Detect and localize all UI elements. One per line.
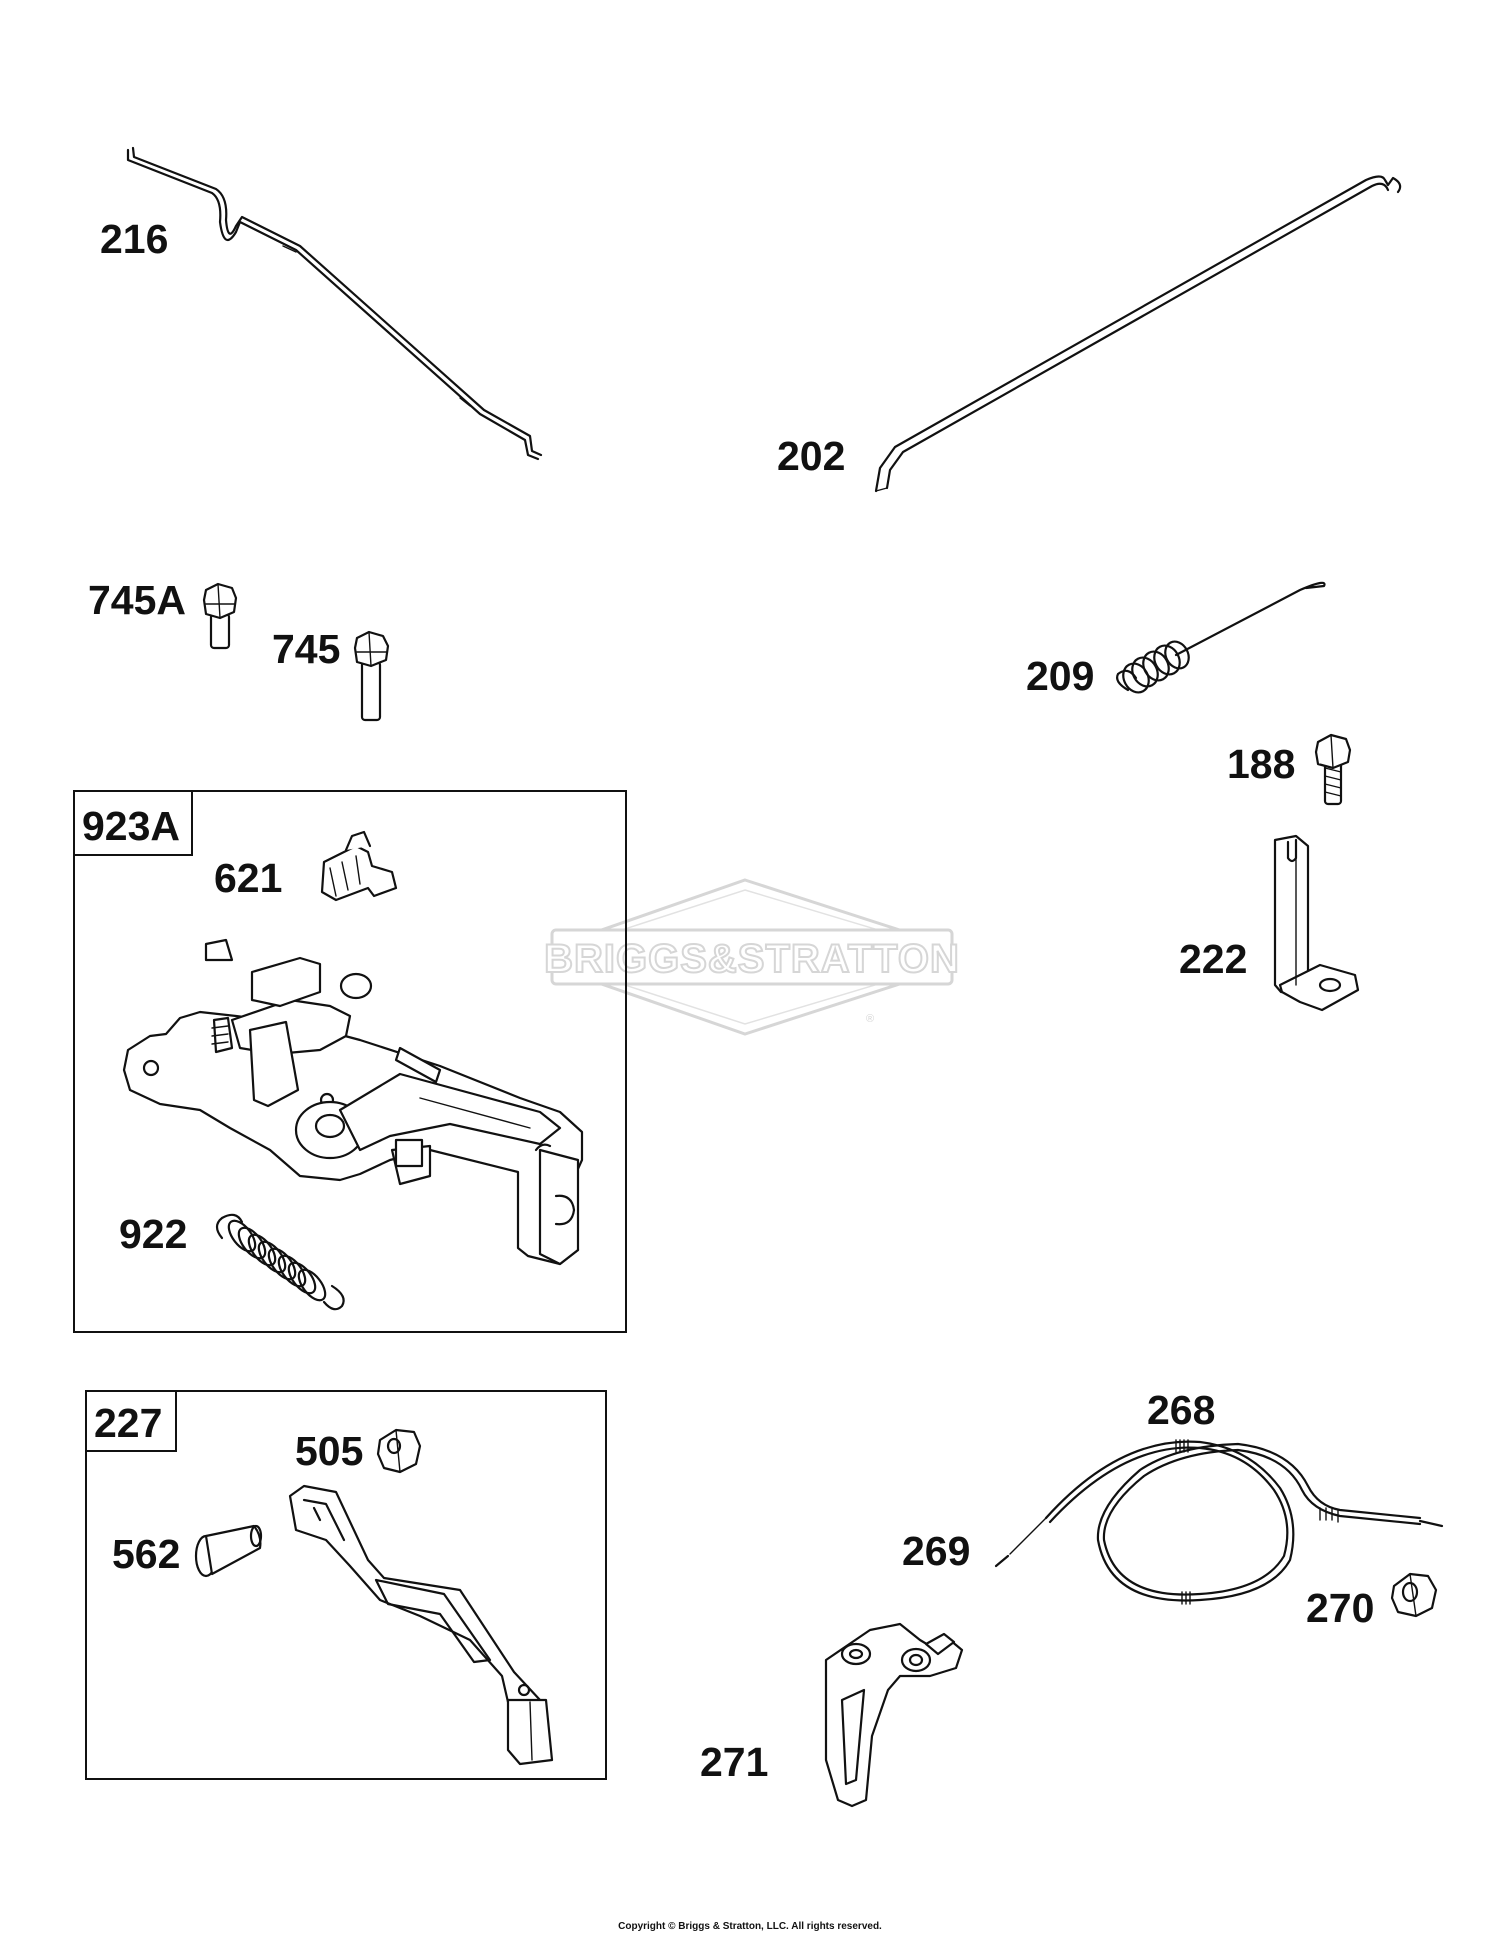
callout-202: 202 [777, 433, 845, 479]
part-222-bracket [1273, 834, 1360, 1012]
callout-621: 621 [214, 855, 282, 901]
callout-269: 269 [902, 1528, 970, 1574]
box-923A-label-frame [73, 790, 193, 856]
part-562-pin [194, 1524, 263, 1578]
part-922-spring [215, 1213, 345, 1311]
part-227-throttle-lever [288, 1484, 554, 1766]
part-270-nut [1390, 1572, 1438, 1618]
part-209-governor-spring [1116, 581, 1326, 694]
callout-268: 268 [1147, 1387, 1215, 1433]
copyright-footer: Copyright © Briggs & Stratton, LLC. All … [618, 1921, 882, 1932]
box-227-frame [85, 1390, 607, 1780]
callout-505: 505 [295, 1428, 363, 1474]
callout-745A: 745A [88, 577, 186, 623]
callout-216: 216 [100, 216, 168, 262]
part-745-bolt [353, 630, 390, 722]
part-745A-bolt [202, 582, 238, 650]
callout-922: 922 [119, 1211, 187, 1257]
part-268-cable [994, 1439, 1444, 1605]
callout-209: 209 [1026, 653, 1094, 699]
callout-745: 745 [272, 626, 340, 672]
part-271-cable-clamp [824, 1622, 964, 1808]
callout-222: 222 [1179, 936, 1247, 982]
watermark-text: BRIGGS&STRATTON [544, 937, 960, 981]
part-202-throttle-link [874, 175, 1402, 493]
box-923A-frame [73, 790, 627, 1333]
briggs-stratton-watermark: BRIGGS&STRATTON ® [543, 878, 960, 1036]
callout-271: 271 [700, 1739, 768, 1785]
box-227-label-frame [85, 1390, 177, 1452]
box-227-label: 227 [94, 1400, 162, 1446]
watermark-registered-mark: ® [866, 1013, 874, 1025]
part-216-governor-link [126, 146, 543, 461]
part-923A-control-bracket [122, 938, 584, 1266]
callout-562: 562 [112, 1531, 180, 1577]
part-505-nut [376, 1428, 422, 1474]
box-923A-label: 923A [82, 803, 180, 849]
part-621-switch [320, 830, 398, 902]
part-188-screw [1314, 733, 1352, 806]
callout-270: 270 [1306, 1585, 1374, 1631]
callout-188: 188 [1227, 741, 1295, 787]
